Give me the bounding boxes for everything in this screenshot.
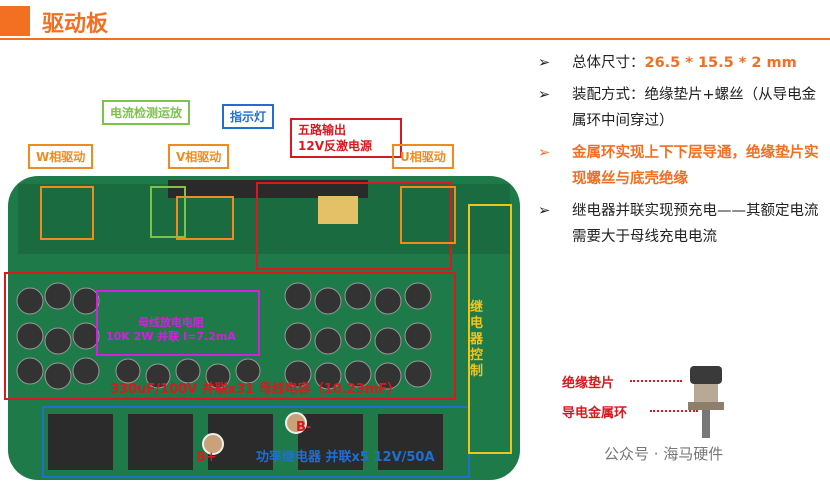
watermark: 公众号 · 海马硬件 bbox=[604, 445, 724, 463]
w-phase-box bbox=[40, 186, 94, 240]
bullet-arrow-icon: ➢ bbox=[538, 203, 551, 219]
power-supply-line1: 五路输出 bbox=[298, 123, 347, 137]
bullet-relay-text: 继电器并联实现预充电——其额定电流需要大于母线充电电流 bbox=[572, 203, 819, 245]
washer-pointer bbox=[630, 380, 682, 382]
ring-label: 导电金属环 bbox=[562, 406, 628, 421]
power-supply-line2: 12V反激电源 bbox=[298, 139, 372, 153]
bullet-arrow-icon: ➢ bbox=[538, 55, 551, 71]
page-title: 驱动板 bbox=[42, 12, 109, 37]
discharge-line2: 10K 2W 并联 I=7.2mA bbox=[106, 330, 236, 343]
discharge-line1: 母线放电电阻 bbox=[137, 316, 204, 329]
v-phase-label: V相驱动 bbox=[168, 144, 230, 169]
bullet-assembly: ➢ 装配方式：绝缘垫片+螺丝（从导电金属环中间穿过） bbox=[538, 82, 828, 134]
u-phase-box bbox=[400, 186, 456, 244]
bullet-arrow-icon: ➢ bbox=[538, 87, 551, 103]
ring-pointer bbox=[650, 410, 698, 412]
bullet-ring: ➢ 金属环实现上下下层导通，绝缘垫片实现螺丝与底壳绝缘 bbox=[538, 140, 828, 192]
bullet-dimension-value: 26.5 * 15.5 * 2 mm bbox=[644, 55, 797, 71]
u-phase-label: U相驱动 bbox=[392, 144, 454, 169]
title-bar: 驱动板 bbox=[0, 0, 830, 40]
bullet-dimension-text: 总体尺寸： bbox=[572, 55, 645, 71]
bullet-dimension: ➢ 总体尺寸：26.5 * 15.5 * 2 mm bbox=[538, 50, 828, 76]
relay-control-label: 继电器控制 bbox=[470, 300, 484, 379]
relay-control-box bbox=[468, 204, 512, 454]
relay-region-box bbox=[42, 406, 470, 478]
bullet-ring-text: 金属环实现上下下层导通，绝缘垫片实现螺丝与底壳绝缘 bbox=[572, 145, 819, 187]
power-supply-label: 五路输出 12V反激电源 bbox=[290, 118, 402, 158]
w-phase-label: W相驱动 bbox=[28, 144, 94, 169]
discharge-resistor-box bbox=[96, 290, 260, 356]
bullet-arrow-icon: ➢ bbox=[538, 145, 551, 161]
bullet-assembly-text: 装配方式：绝缘垫片+螺丝（从导电金属环中间穿过） bbox=[572, 87, 817, 129]
title-rule bbox=[0, 38, 830, 40]
washer-ring-photo bbox=[688, 366, 724, 438]
v-phase-box bbox=[176, 196, 234, 240]
current-detect-box bbox=[150, 186, 186, 238]
current-detect-label: 电流检测运放 bbox=[102, 100, 191, 125]
bullet-relay: ➢ 继电器并联实现预充电——其额定电流需要大于母线充电电流 bbox=[538, 198, 828, 250]
discharge-label: 母线放电电阻 10K 2W 并联 I=7.2mA bbox=[106, 316, 236, 344]
bullet-list: ➢ 总体尺寸：26.5 * 15.5 * 2 mm ➢ 装配方式：绝缘垫片+螺丝… bbox=[538, 50, 828, 256]
washer-label: 绝缘垫片 bbox=[562, 376, 615, 391]
b-minus-label: B- bbox=[296, 420, 312, 435]
capacitor-label: 330uF/100V 并联x31 母线电容（10.23mF） bbox=[110, 382, 401, 397]
title-accent bbox=[0, 6, 30, 36]
capacitor-region-box bbox=[4, 272, 456, 400]
relay-label: 功率继电器 并联x5 12V/50A bbox=[256, 450, 435, 465]
power-supply-box bbox=[256, 182, 452, 270]
b-plus-label: B+ bbox=[196, 450, 217, 465]
indicator-label: 指示灯 bbox=[222, 104, 275, 129]
